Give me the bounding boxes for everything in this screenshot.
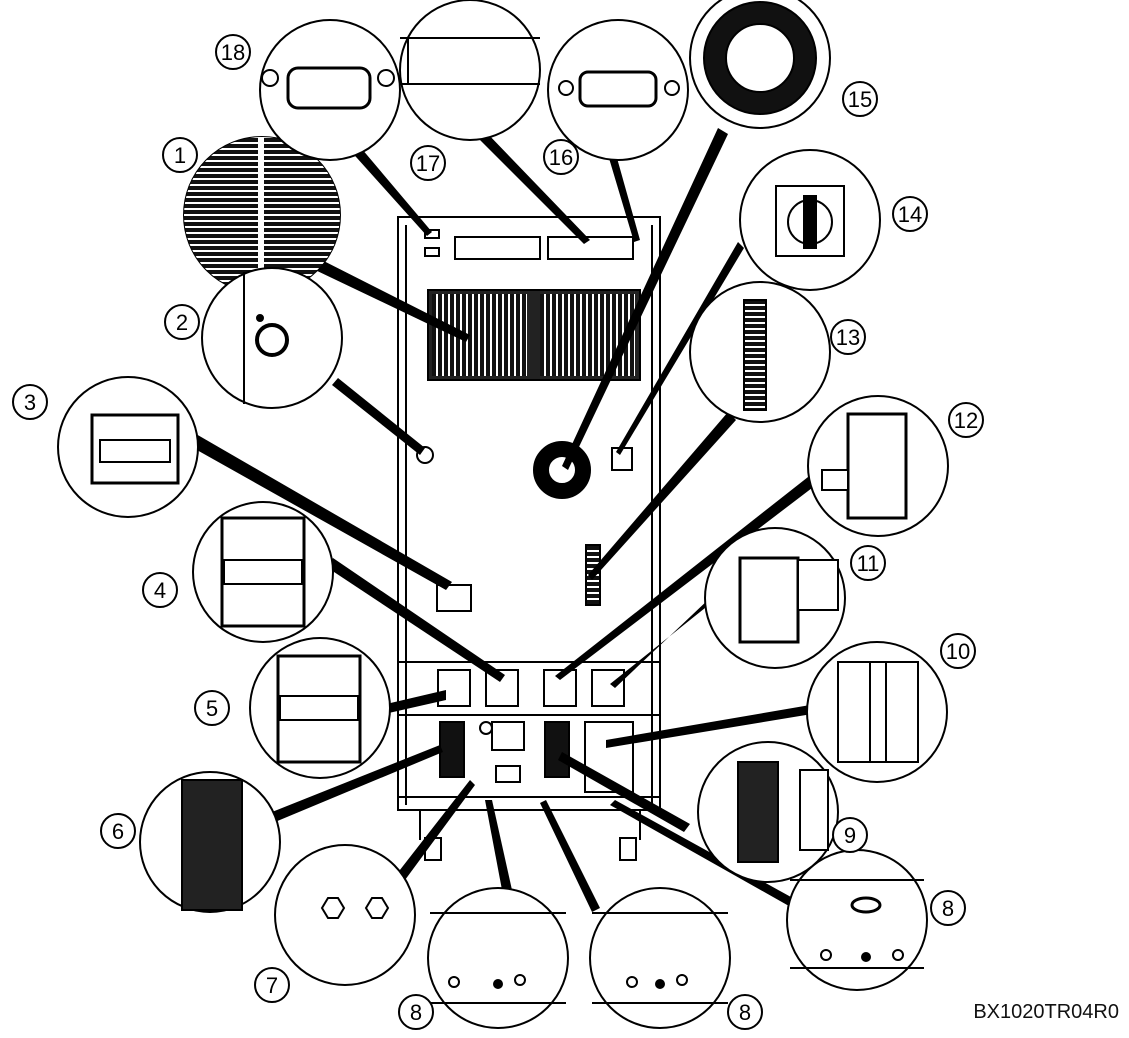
callout-1: 1 bbox=[162, 137, 198, 173]
callout-15: 15 bbox=[842, 81, 878, 117]
svg-text:12: 12 bbox=[954, 408, 978, 433]
callout-18: 18 bbox=[215, 34, 251, 70]
svg-text:5: 5 bbox=[206, 696, 218, 721]
svg-text:8: 8 bbox=[942, 896, 954, 921]
svg-text:15: 15 bbox=[848, 87, 872, 112]
svg-text:16: 16 bbox=[549, 145, 573, 170]
svg-text:4: 4 bbox=[154, 578, 166, 603]
svg-text:17: 17 bbox=[416, 151, 440, 176]
callout-8-center: 8 bbox=[727, 994, 763, 1030]
svg-text:8: 8 bbox=[410, 1000, 422, 1025]
callout-6: 6 bbox=[100, 813, 136, 849]
callout-2: 2 bbox=[164, 304, 200, 340]
callout-8-left: 8 bbox=[398, 994, 434, 1030]
svg-text:6: 6 bbox=[112, 819, 124, 844]
callout-9: 9 bbox=[832, 817, 868, 853]
callout-14: 14 bbox=[892, 196, 928, 232]
callout-13: 13 bbox=[830, 319, 866, 355]
document-code: BX1020TR04R0 bbox=[973, 1001, 1119, 1023]
svg-text:7: 7 bbox=[266, 973, 278, 998]
svg-text:13: 13 bbox=[836, 325, 860, 350]
callout-17: 17 bbox=[410, 145, 446, 181]
svg-text:1: 1 bbox=[174, 143, 186, 168]
callout-10: 10 bbox=[940, 633, 976, 669]
cabinet-components bbox=[416, 441, 634, 793]
svg-text:11: 11 bbox=[857, 551, 880, 576]
svg-text:2: 2 bbox=[176, 310, 188, 335]
callout-4: 4 bbox=[142, 572, 178, 608]
callout-8-right: 8 bbox=[930, 890, 966, 926]
svg-text:8: 8 bbox=[739, 1000, 751, 1025]
callout-16: 16 bbox=[543, 139, 579, 175]
svg-text:9: 9 bbox=[844, 823, 856, 848]
callout-3: 3 bbox=[12, 384, 48, 420]
callout-7: 7 bbox=[254, 967, 290, 1003]
detail-circles bbox=[57, 0, 949, 1029]
svg-text:18: 18 bbox=[221, 40, 245, 65]
svg-text:10: 10 bbox=[946, 639, 970, 664]
callout-12: 12 bbox=[948, 402, 984, 438]
callout-11: 11 bbox=[850, 545, 886, 581]
svg-text:3: 3 bbox=[24, 390, 36, 415]
callout-5: 5 bbox=[194, 690, 230, 726]
leader-lines bbox=[188, 126, 816, 912]
svg-text:14: 14 bbox=[898, 202, 922, 227]
